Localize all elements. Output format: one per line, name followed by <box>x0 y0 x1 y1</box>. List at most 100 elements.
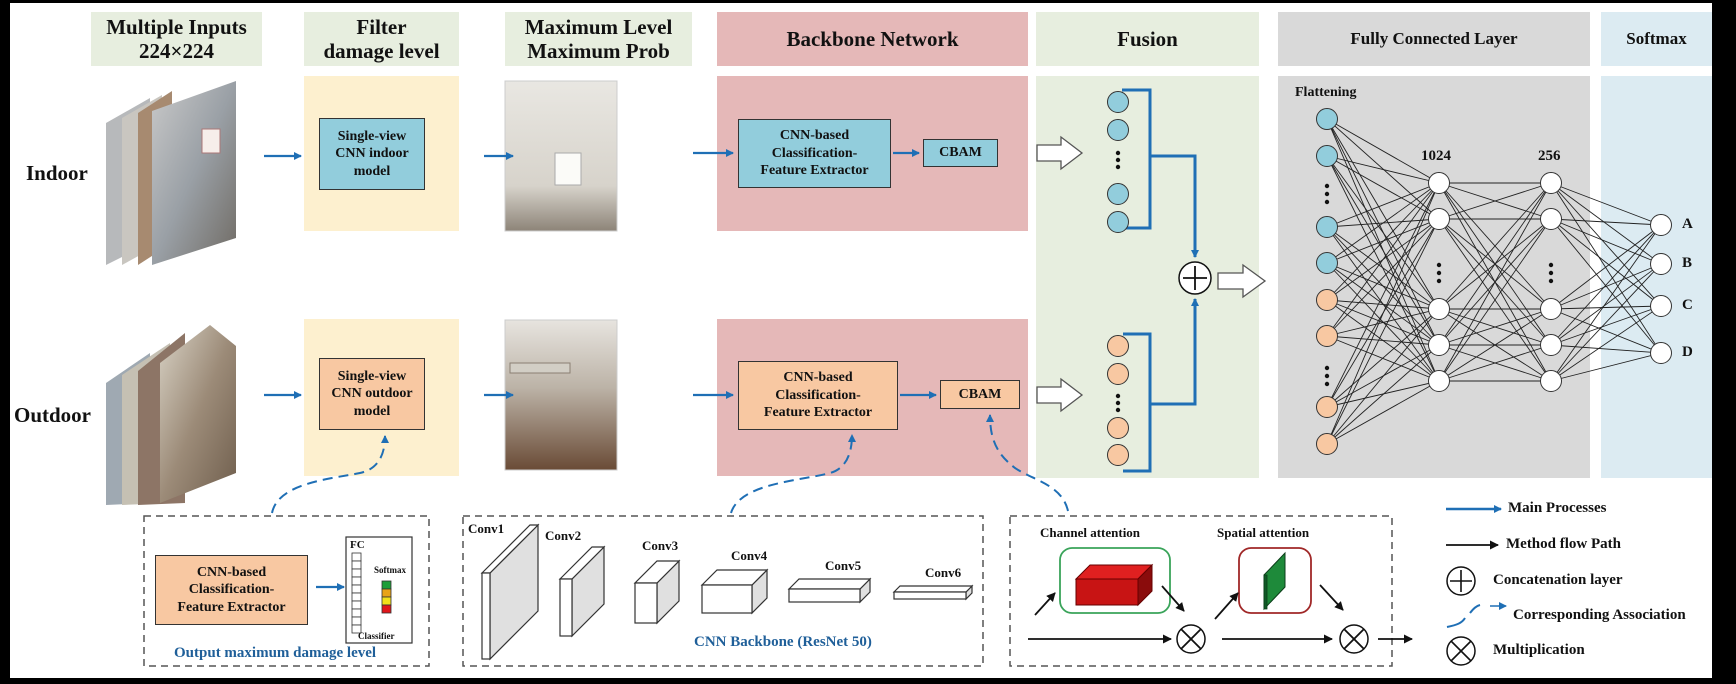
detail-feature-extractor[interactable]: CNN-based Classification- Feature Extrac… <box>155 555 308 625</box>
cbam-flow-arrows <box>1028 584 1413 644</box>
fc-edge <box>1550 218 1662 354</box>
classifier-fc-stack <box>351 552 362 634</box>
spatial-attention-plane-icon <box>1263 551 1286 611</box>
ellipsis-dot <box>1324 365 1330 371</box>
ellipsis-dot <box>1115 164 1121 170</box>
block-arrows <box>1036 135 1267 413</box>
flatten-node <box>1316 216 1338 238</box>
fc-cell <box>351 600 362 610</box>
concatenation-icon <box>1178 261 1212 295</box>
method-arrow <box>1214 592 1239 620</box>
fc-edge <box>1438 182 1552 220</box>
channel-attention-label: Channel attention <box>1040 525 1141 540</box>
softmax-cell <box>381 604 392 614</box>
fc-edge <box>1550 263 1662 310</box>
output-node <box>1650 295 1672 317</box>
fc256-node <box>1540 208 1562 230</box>
fusion-brackets <box>1122 88 1199 473</box>
conv-front <box>893 591 967 600</box>
indoor-extractor-line3: Feature Extractor <box>760 163 869 179</box>
method-arrow <box>1319 584 1344 611</box>
fc-edge <box>1438 308 1552 346</box>
flatten-node <box>1316 145 1338 167</box>
header-fc-label: Fully Connected Layer <box>1350 29 1518 49</box>
conv-front <box>634 582 658 624</box>
header-softmax-label: Softmax <box>1626 29 1687 49</box>
fc-edge <box>1550 263 1662 346</box>
fc-edge <box>1326 299 1440 310</box>
conv-layer-label: Conv1 <box>468 521 505 536</box>
indoor-single-view-model[interactable]: Single-view CNN indoor model <box>319 118 425 190</box>
indoor-feature-node <box>1107 211 1129 233</box>
detail-extractor-line1: CNN-based <box>196 564 267 580</box>
fc-edge <box>1438 182 1552 382</box>
ellipsis-dot <box>1115 150 1121 156</box>
fc256-node <box>1540 334 1562 356</box>
fc-edge <box>1550 305 1662 346</box>
header-filter-line2: damage level <box>323 39 440 63</box>
legend-concatenation: Concatenation layer <box>1493 572 1623 588</box>
outdoor-cbam[interactable]: CBAM <box>940 380 1020 409</box>
indoor-feature-node <box>1107 91 1129 113</box>
legend-circled-plus-icon <box>1446 566 1476 596</box>
fc-edge <box>1326 218 1440 445</box>
ellipsis-dot <box>1436 270 1442 276</box>
ellipsis-dot <box>1548 270 1554 276</box>
flatten-node <box>1316 108 1338 130</box>
fc-cell <box>351 592 362 602</box>
softmax-cell <box>381 596 392 606</box>
header-maxlevel-line1: Maximum Level <box>524 14 673 39</box>
output-class-label: B <box>1682 255 1693 271</box>
outdoor-model-line2: CNN outdoor <box>331 386 413 402</box>
multiplication-icon <box>1339 624 1369 654</box>
fc-edge <box>1326 308 1440 408</box>
ellipsis-dot <box>1436 262 1442 268</box>
header-inputs-line1: Multiple Inputs <box>106 14 247 39</box>
ellipsis-dot <box>1115 157 1121 163</box>
block-arrow <box>1036 135 1084 171</box>
conv-blocks <box>480 523 974 661</box>
legend-method-flow: Method flow Path <box>1506 536 1621 552</box>
indoor-cbam-label: CBAM <box>939 145 982 161</box>
association-curve <box>986 414 1069 512</box>
fc-edge <box>1326 182 1440 337</box>
outdoor-image-stack <box>106 325 236 505</box>
fc-cell <box>351 568 362 578</box>
legend-main-processes: Main Processes <box>1508 500 1607 516</box>
conv-block <box>633 559 681 625</box>
detail-extractor-line2: Classification- <box>188 582 275 598</box>
indoor-model-line1: Single-view <box>337 128 407 144</box>
block-arrow <box>1036 377 1084 413</box>
ellipsis-dot <box>1548 278 1554 284</box>
fusion-nodes <box>1107 91 1129 466</box>
fc-cell <box>351 560 362 570</box>
header-backbone-label: Backbone Network <box>786 26 959 51</box>
outdoor-feature-extractor[interactable]: CNN-based Classification- Feature Extrac… <box>738 361 898 430</box>
row-label-indoor: Indoor <box>26 161 88 185</box>
detail-extractor-line3: Feature Extractor <box>177 599 286 615</box>
indoor-image-stack <box>106 81 236 265</box>
outdoor-cbam-label: CBAM <box>958 386 1002 402</box>
multiplication-icon <box>1176 624 1206 654</box>
output-class-label: A <box>1682 216 1693 232</box>
conv-front <box>701 584 753 614</box>
main-process-arrows <box>264 149 937 399</box>
conv-layer-label: Conv3 <box>642 538 679 553</box>
outdoor-image-layer <box>160 325 236 503</box>
softmax-cell <box>381 580 392 590</box>
header-fusion: Fusion <box>1036 12 1259 66</box>
conv-block <box>892 584 974 601</box>
conv-top <box>892 585 974 593</box>
indoor-feature-extractor[interactable]: CNN-based Classification- Feature Extrac… <box>738 119 891 188</box>
indoor-cbam[interactable]: CBAM <box>923 139 998 167</box>
fc-edge <box>1550 182 1662 307</box>
indoor-extractor-line1: CNN-based <box>779 128 850 144</box>
softmax-panel <box>1601 76 1712 478</box>
row-label-outdoor: Outdoor <box>14 403 92 427</box>
window-detail <box>201 128 221 154</box>
outdoor-single-view-model[interactable]: Single-view CNN outdoor model <box>319 358 425 430</box>
method-arrow <box>1034 592 1056 616</box>
header-filter-line1: Filter <box>356 14 407 39</box>
header-backbone: Backbone Network <box>717 12 1028 66</box>
conv-block <box>558 545 606 638</box>
